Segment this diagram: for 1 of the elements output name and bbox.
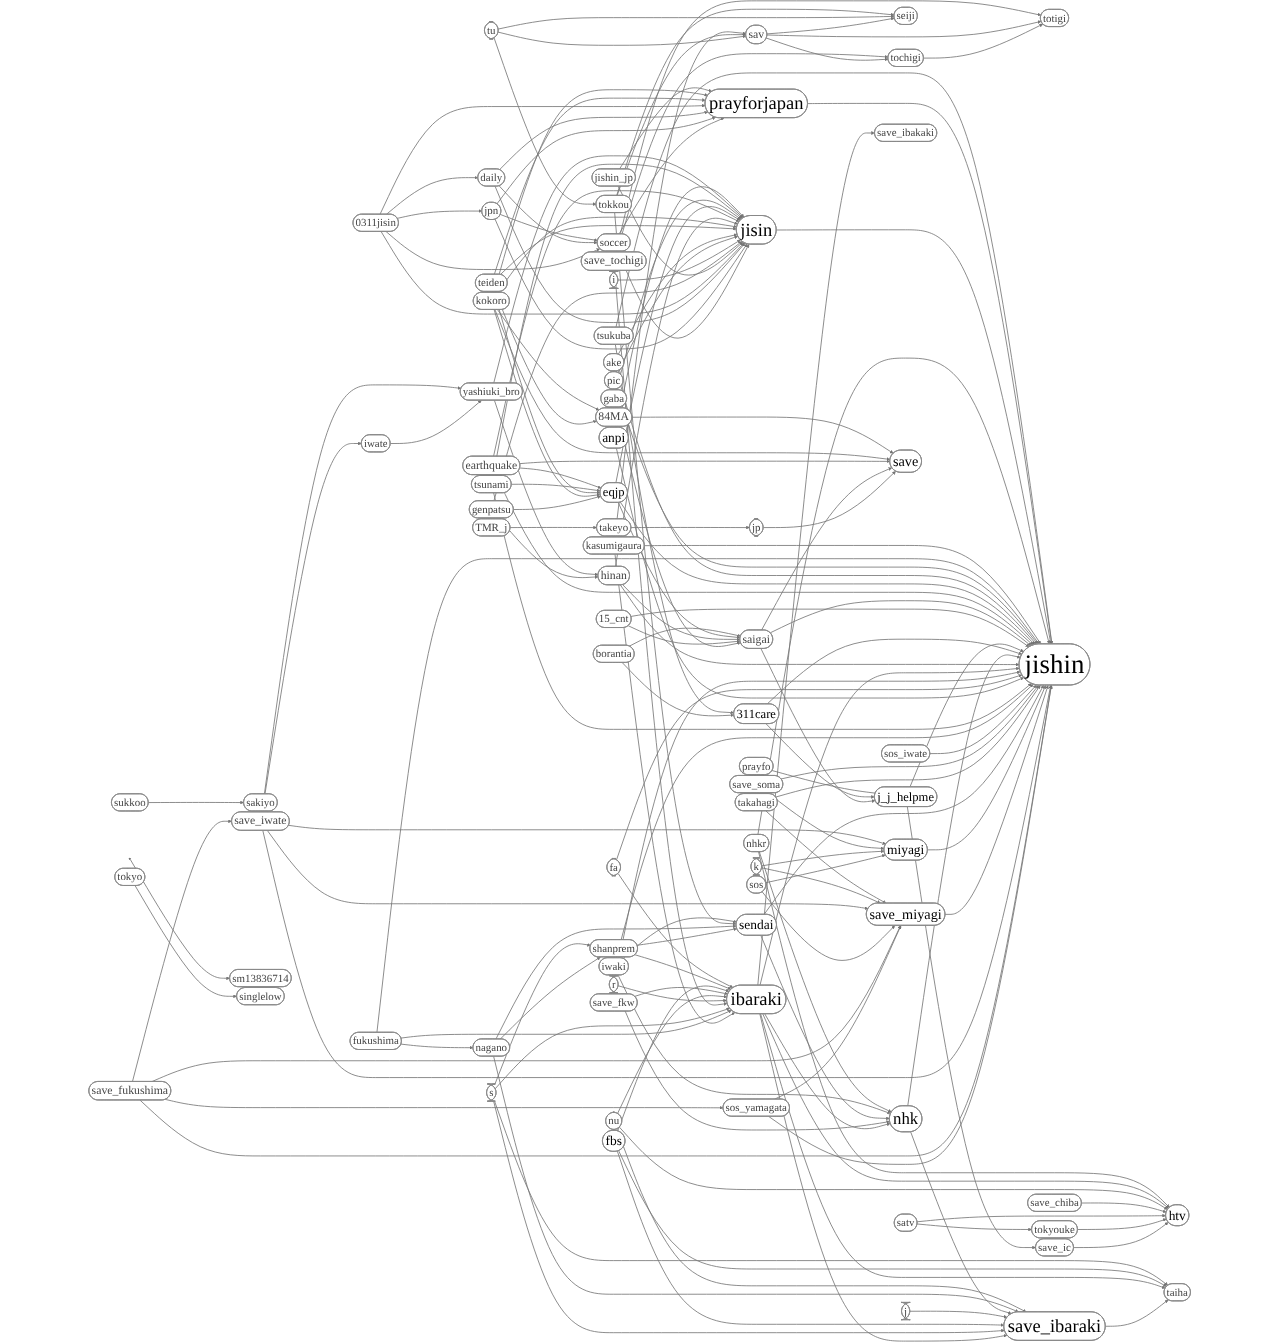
connector (772, 770, 877, 794)
